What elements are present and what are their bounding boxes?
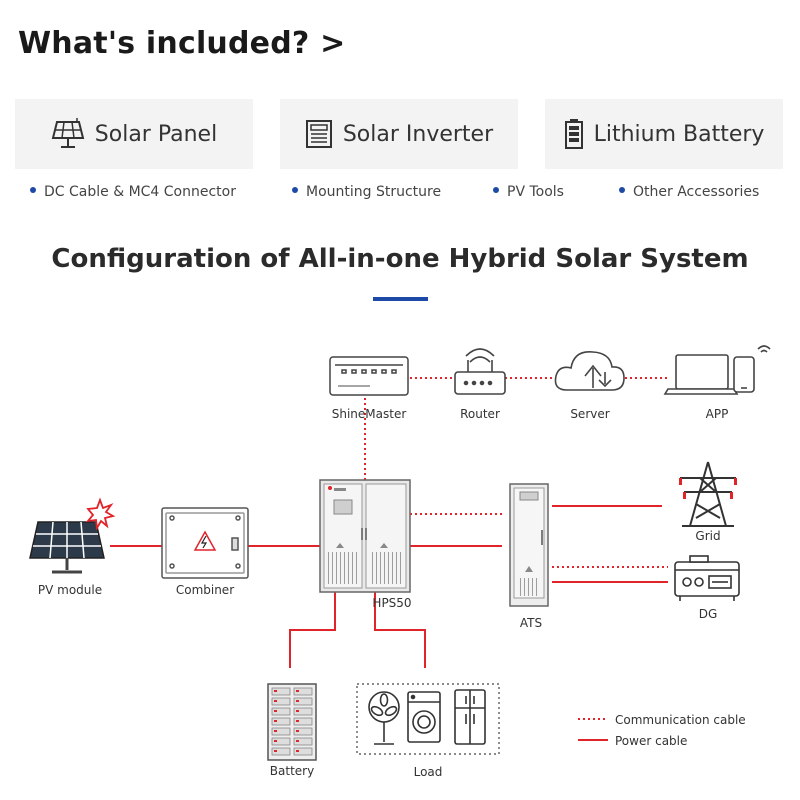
grid-tower-icon (680, 461, 736, 527)
label-ats: ATS (520, 616, 542, 630)
cloud-server-icon (554, 351, 625, 391)
grid-insulators (679, 478, 737, 499)
included-card-label: Solar Inverter (342, 121, 494, 147)
legend-communication-label: Communication cable (615, 713, 746, 727)
accessory-label: PV Tools (507, 184, 564, 200)
accessory-item: PV Tools (493, 184, 564, 200)
page-title: What's included? > (18, 26, 346, 61)
included-card-solar-panel[interactable]: Solar Panel (15, 99, 253, 169)
cables (110, 377, 668, 668)
power-cable-hps50-battery (289, 592, 336, 668)
load-group-frame (356, 683, 500, 755)
title-underline (373, 297, 428, 301)
included-card-label: Lithium Battery (593, 121, 765, 147)
diesel-generator-icon (674, 555, 740, 601)
power-cable-hps50-load (374, 592, 426, 668)
washing-machine-icon (407, 691, 441, 743)
label-app: APP (706, 407, 729, 421)
hps50-cabinet (319, 479, 411, 593)
shinemaster-device (329, 356, 409, 396)
sun-burst-icon (85, 497, 116, 531)
legend: Communication cable Power cable (578, 713, 746, 748)
pv-module-icon (29, 521, 105, 574)
label-load: Load (414, 765, 443, 779)
router-icon (454, 348, 506, 395)
laptop-phone-icon (663, 345, 771, 395)
ats-cabinet (509, 483, 549, 607)
legend-power-label: Power cable (615, 734, 687, 748)
high-voltage-warning-icon (193, 530, 217, 551)
bullet-icon (30, 187, 36, 193)
label-server: Server (570, 407, 609, 421)
battery-rack (267, 683, 317, 761)
accessory-item: Mounting Structure (292, 184, 441, 200)
label-dg: DG (699, 607, 718, 621)
battery-icon (564, 119, 583, 149)
label-pv-module: PV module (38, 583, 102, 597)
accessory-item: DC Cable & MC4 Connector (30, 184, 236, 200)
included-card-solar-inverter[interactable]: Solar Inverter (280, 99, 518, 169)
solar-panel-icon (51, 118, 85, 148)
accessory-label: Other Accessories (633, 184, 760, 200)
included-card-label: Solar Panel (94, 121, 218, 147)
diagram-title: Configuration of All-in-one Hybrid Solar… (51, 244, 749, 274)
inverter-icon (305, 120, 332, 148)
refrigerator-icon (454, 689, 486, 745)
bullet-icon (493, 187, 499, 193)
included-card-lithium-battery[interactable]: Lithium Battery (545, 99, 783, 169)
bullet-icon (619, 187, 625, 193)
accessory-item: Other Accessories (619, 184, 759, 200)
label-hps50: HPS50 (372, 596, 411, 610)
bullet-icon (292, 187, 298, 193)
label-grid: Grid (695, 529, 720, 543)
label-battery: Battery (270, 764, 314, 778)
label-router: Router (460, 407, 500, 421)
fan-icon (368, 691, 400, 745)
label-combiner: Combiner (176, 583, 234, 597)
label-shinemaster: ShineMaster (332, 407, 407, 421)
accessory-label: Mounting Structure (306, 184, 442, 200)
accessory-label: DC Cable & MC4 Connector (44, 184, 236, 200)
